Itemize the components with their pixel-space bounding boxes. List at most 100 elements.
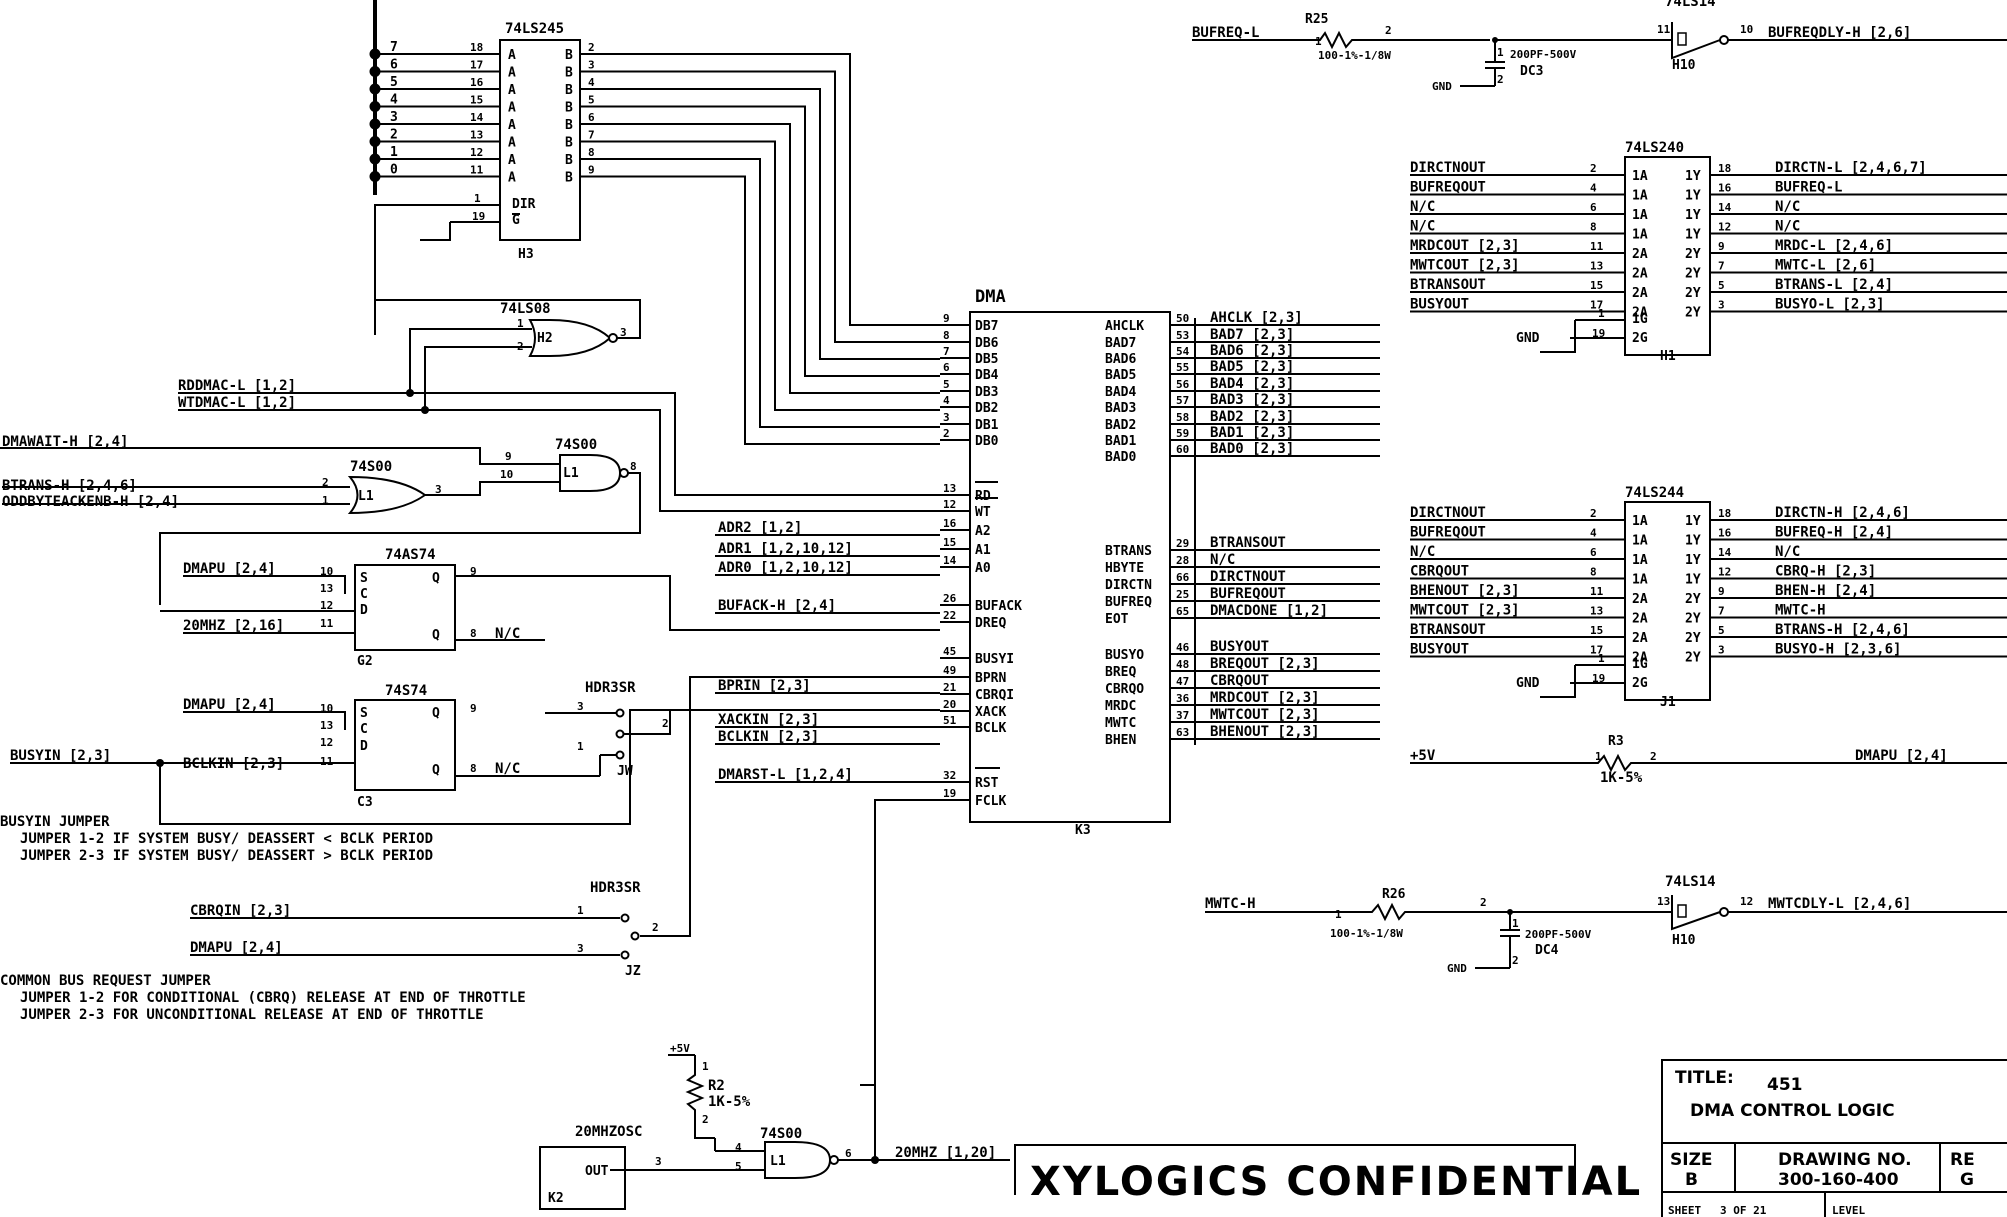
h1-y-label-5: 2Y	[1685, 267, 1701, 282]
j1-out-pin-4: 9	[1718, 585, 1725, 598]
j1-y-label-3: 1Y	[1685, 573, 1701, 588]
j1-in-label-2: N/C	[1410, 544, 1435, 560]
h3-pin-a-7: 11	[470, 164, 484, 177]
dma-right-signal-4: BAD4 [2,3]	[1210, 376, 1294, 392]
h1-in-label-3: N/C	[1410, 219, 1435, 235]
g2-s: S	[360, 571, 368, 586]
dma-right-name-0: AHCLK	[1105, 319, 1144, 334]
j1-y-label-1: 1Y	[1685, 534, 1701, 549]
dma-right-pin-10: 28	[1176, 554, 1189, 567]
j1-out-label-1: BUFREQ-H [2,4]	[1775, 525, 1893, 541]
dma-right-name-15: BREQ	[1105, 665, 1136, 680]
dma-right-signal-6: BAD2 [2,3]	[1210, 409, 1294, 425]
dma-left-name-13: BUFACK	[975, 599, 1022, 614]
g2-pin12: 12	[320, 599, 333, 612]
c3-s: S	[360, 706, 368, 721]
jz-p3: 3	[577, 942, 584, 955]
r25-ref: R25	[1305, 12, 1328, 27]
j1-out-label-3: CBRQ-H [2,3]	[1775, 564, 1876, 580]
dma-right-signal-9: BTRANSOUT	[1210, 535, 1286, 551]
xackin-label: XACKIN [2,3]	[718, 712, 819, 728]
jz-ref: JZ	[625, 964, 641, 979]
dma-left-pin-12: 14	[943, 554, 957, 567]
h3-b-label-1: B	[565, 66, 573, 81]
h3-dir-label: DIR	[512, 197, 536, 212]
r3-pullup: +5V R3 1 2 1K-5% DMAPU [2,4]	[1410, 734, 2007, 786]
r2-val: 1K-5%	[708, 1094, 751, 1110]
j1-out-pin-0: 18	[1718, 507, 1731, 520]
dma-right-name-4: BAD4	[1105, 385, 1136, 400]
c3-pin8: 8	[470, 762, 477, 775]
dma-right-pin-12: 25	[1176, 588, 1189, 601]
bufreq-l-label: BUFREQ-L	[1192, 25, 1259, 41]
dma-right-pin-19: 63	[1176, 726, 1189, 739]
dma-left-name-1: DB6	[975, 336, 999, 351]
dma-right-signal-10: N/C	[1210, 552, 1235, 568]
h2-type: 74LS08	[500, 301, 551, 317]
dma-ref: K3	[1075, 823, 1091, 838]
confidential-stamp: XYLOGICS CONFIDENTIAL	[1014, 1144, 1640, 1205]
bprin-label: BPRIN [2,3]	[718, 678, 811, 694]
h1-ref: H1	[1660, 349, 1676, 364]
h3-data-label-1: 6	[390, 58, 398, 73]
j1-in-pin-2: 6	[1590, 546, 1597, 559]
h3-data-label-6: 1	[390, 145, 398, 160]
h1-type: 74LS240	[1625, 140, 1684, 156]
dma-right-pin-9: 29	[1176, 537, 1189, 550]
j1-gnd: GND	[1516, 676, 1540, 691]
r25-val: 100-1%-1/8W	[1318, 49, 1391, 62]
h1-y-label-2: 1Y	[1685, 208, 1701, 223]
j1-a-label-0: 1A	[1632, 514, 1648, 529]
h10a-ref: H10	[1672, 58, 1696, 73]
h3-pin-a-2: 16	[470, 76, 484, 89]
h1-a-label-2: 1A	[1632, 208, 1648, 223]
dc3-ref: DC3	[1520, 64, 1543, 79]
dma-left-name-8: RD	[975, 489, 991, 504]
dc4-gnd: GND	[1447, 962, 1467, 975]
j1-out-label-0: DIRCTN-H [2,4,6]	[1775, 505, 1910, 521]
h3-a-label-1: A	[508, 66, 516, 81]
dc3-p1: 1	[1497, 46, 1504, 59]
j1-gp2: 19	[1592, 672, 1605, 685]
dma-right-name-10: HBYTE	[1105, 561, 1144, 576]
dma-right-name-5: BAD3	[1105, 401, 1136, 416]
j1-out-label-7: BUSYO-H [2,3,6]	[1775, 642, 1901, 658]
j1-out-label-5: MWTC-H	[1775, 603, 1826, 619]
r2-p2: 2	[702, 1113, 709, 1126]
h1-out-label-7: BUSYO-L [2,3]	[1775, 297, 1885, 313]
bufreqdly-label: BUFREQDLY-H [2,6]	[1768, 25, 1911, 41]
dma-right-signal-19: BHENOUT [2,3]	[1210, 724, 1320, 740]
j1-y-label-5: 2Y	[1685, 612, 1701, 627]
h3-data-label-2: 5	[390, 75, 398, 90]
j1-a-label-3: 1A	[1632, 573, 1648, 588]
h1-out-label-3: N/C	[1775, 219, 1800, 235]
h1-out-pin-0: 18	[1718, 162, 1731, 175]
j1-a-label-6: 2A	[1632, 631, 1648, 646]
plus5-label: +5V	[1410, 748, 1436, 764]
h1-in-label-4: MRDCOUT [2,3]	[1410, 238, 1520, 254]
dma-right-signal-12: BUFREQOUT	[1210, 586, 1286, 602]
h1-g1: 1G	[1632, 312, 1648, 327]
dma-left-name-9: WT	[975, 505, 991, 520]
dmapu1-label: DMAPU [2,4]	[183, 561, 276, 577]
h1-a-label-6: 2A	[1632, 286, 1648, 301]
h3-pin-b-5: 7	[588, 129, 595, 142]
r2-p1: 1	[702, 1060, 709, 1073]
dc4-val: 200PF-500V	[1525, 928, 1592, 941]
dma-right-name-1: BAD7	[1105, 336, 1136, 351]
jw-header: HDR3SR	[585, 680, 636, 696]
rddmac-label: RDDMAC-L [1,2]	[178, 378, 296, 394]
dma-left-pin-20: 32	[943, 769, 956, 782]
cbrq-note-1: JUMPER 1-2 FOR CONDITIONAL (CBRQ) RELEAS…	[20, 990, 526, 1006]
h3-b-label-6: B	[565, 153, 573, 168]
g2-pin13: 13	[320, 582, 333, 595]
c3-qn: Q	[432, 763, 440, 778]
h1-out-label-1: BUFREQ-L	[1775, 180, 1842, 196]
j1-in-pin-4: 11	[1590, 585, 1604, 598]
h3-b-label-3: B	[565, 101, 573, 116]
mhz1-label: 20MHZ [2,16]	[183, 618, 284, 634]
h1-out-label-5: MWTC-L [2,6]	[1775, 258, 1876, 274]
dma-right-signal-16: CBRQOUT	[1210, 673, 1269, 689]
h1-g2: 2G	[1632, 331, 1648, 346]
